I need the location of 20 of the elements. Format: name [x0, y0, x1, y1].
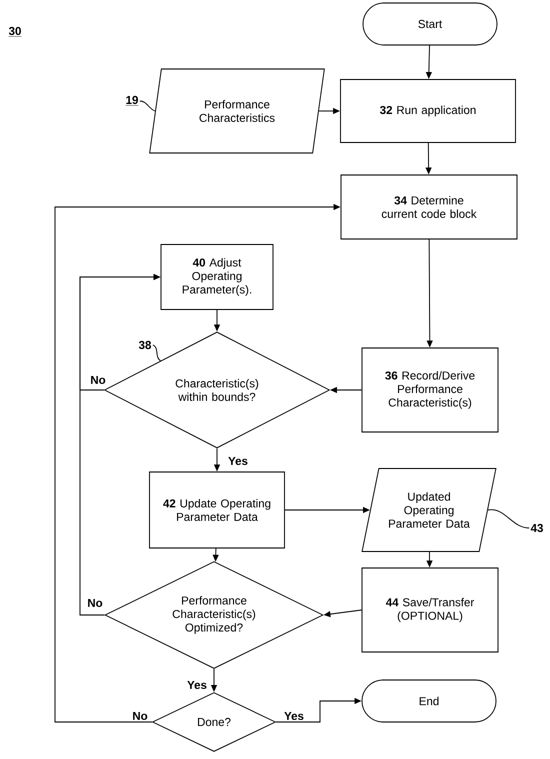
data-parallelogram: Performance Characteristics	[149, 68, 325, 154]
process-box: 40 Adjust Operating Parameter(s).	[160, 244, 274, 310]
edge-label: Yes	[283, 711, 305, 722]
edge-label: No	[86, 598, 104, 608]
reference-number: 43	[530, 524, 543, 532]
reference-number: 38	[138, 340, 152, 350]
edge-label: Yes	[227, 456, 249, 466]
process-box: 36 Record/Derive Performance Characteristic(s)	[362, 348, 498, 432]
reference-number: 19	[125, 96, 139, 106]
data-parallelogram: Updated Operating Parameter Data	[362, 468, 496, 552]
edge-label: Yes	[186, 680, 208, 690]
figure-number: 30	[8, 26, 22, 37]
leader-line	[488, 509, 530, 528]
process-box: 32 Run application	[340, 79, 516, 143]
leader-line	[139, 100, 156, 112]
process-box: 42 Update Operating Parameter Data	[149, 472, 285, 548]
leader-line	[152, 344, 161, 362]
edge-label: No	[131, 711, 149, 722]
process-box: 44 Save/Transfer (OPTIONAL)	[362, 568, 498, 652]
process-box: 34 Determine current code block	[340, 174, 518, 240]
